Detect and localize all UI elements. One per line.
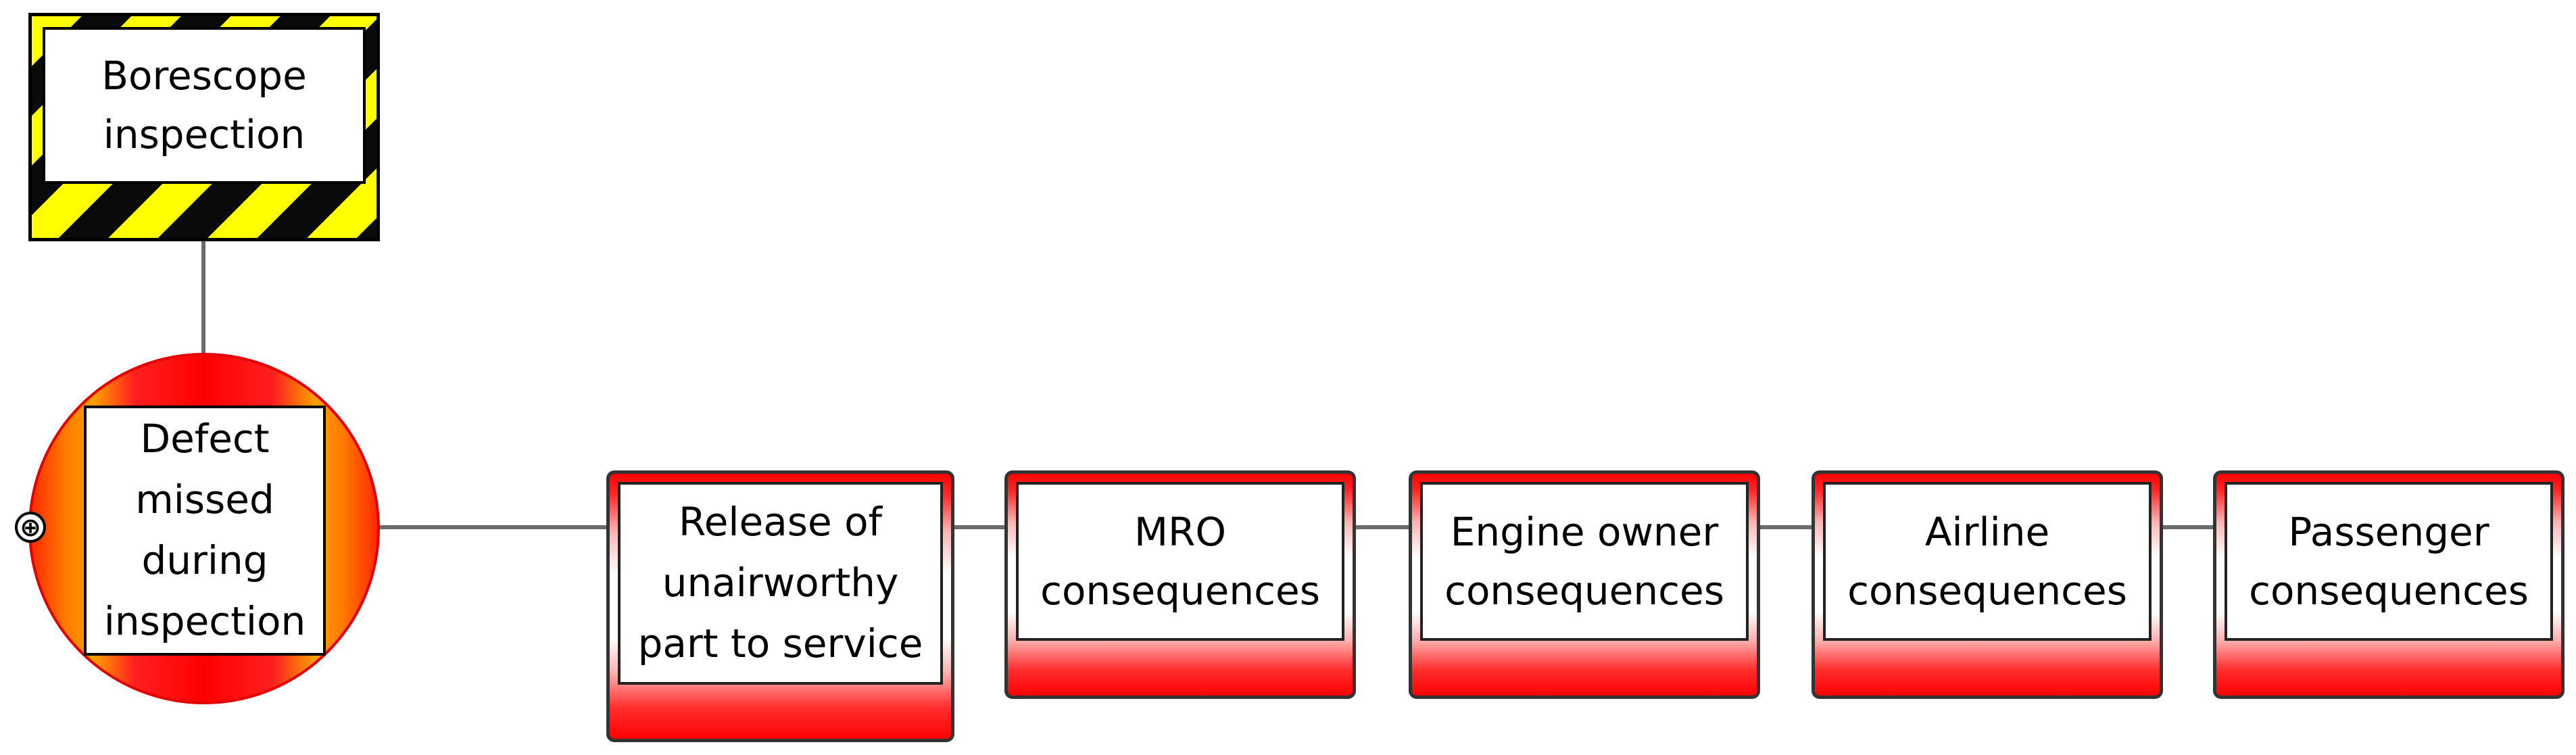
consequence-box-mro[interactable]: MRO consequences xyxy=(1004,470,1356,699)
consequence-label: Airline consequences xyxy=(1823,482,2152,641)
consequence-label: Engine owner consequences xyxy=(1420,482,1749,641)
hazard-to-event-connector xyxy=(201,241,205,354)
top-event-label: Defect missed during inspection xyxy=(84,406,326,656)
consequence-box-engine-owner[interactable]: Engine owner consequences xyxy=(1409,470,1760,699)
consequence-label-text: MRO consequences xyxy=(1040,508,1320,614)
consequence-label: Release of unairworthy part to service xyxy=(618,482,943,685)
hazard-box[interactable]: Borescope inspection xyxy=(28,13,380,241)
expand-plus-icon[interactable]: ⊕ xyxy=(15,512,46,543)
hazard-label: Borescope inspection xyxy=(43,27,366,184)
consequence-box-airline[interactable]: Airline consequences xyxy=(1812,470,2163,699)
top-event-circle[interactable]: Defect missed during inspection xyxy=(28,353,380,704)
consequence-3-to-4-connector xyxy=(1760,525,1812,529)
consequence-2-to-3-connector xyxy=(1356,525,1409,529)
consequence-label-text: Engine owner consequences xyxy=(1444,508,1724,614)
consequence-label-text: Airline consequences xyxy=(1847,508,2127,614)
consequence-box-release[interactable]: Release of unairworthy part to service xyxy=(606,470,954,742)
consequence-label: MRO consequences xyxy=(1016,482,1344,641)
consequence-1-to-2-connector xyxy=(954,525,1004,529)
hazard-label-text: Borescope inspection xyxy=(101,53,307,157)
event-to-consequence-connector xyxy=(380,525,608,529)
top-event-label-text: Defect missed during inspection xyxy=(103,416,306,644)
consequence-box-passenger[interactable]: Passenger consequences xyxy=(2213,470,2565,699)
consequence-label-text: Passenger consequences xyxy=(2249,508,2529,614)
consequence-label: Passenger consequences xyxy=(2225,482,2553,641)
consequence-label-text: Release of unairworthy part to service xyxy=(637,499,923,666)
consequence-4-to-5-connector xyxy=(2163,525,2213,529)
